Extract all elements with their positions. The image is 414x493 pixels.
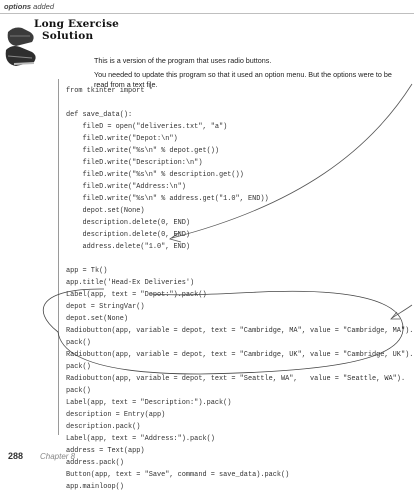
code-line: depot.set(None) — [66, 315, 129, 323]
exercise-title-line2: Solution — [42, 30, 94, 42]
code-line: Label(app, text = "Description:").pack() — [66, 399, 232, 407]
code-line: depot = StringVar() — [66, 303, 145, 311]
code-line: description.delete(0, END) — [66, 231, 191, 239]
code-line: fileD.write("%s\n" % address.get("1.0", … — [66, 195, 269, 203]
intro-paragraph-2: You needed to update this program so tha… — [94, 70, 392, 89]
code-listing: from tkinter import * def save_data(): fi… — [66, 85, 414, 493]
code-line: Label(app, text = "Address:").pack() — [66, 435, 215, 443]
section-header: options added — [4, 2, 54, 11]
code-line: app = Tk() — [66, 267, 108, 275]
code-line: from tkinter import * — [66, 87, 153, 95]
code-line: def save_data(): — [66, 111, 133, 119]
code-line: description = Entry(app) — [66, 411, 166, 419]
code-line: description.pack() — [66, 423, 141, 431]
code-line: address = Text(app) — [66, 447, 145, 455]
code-line: address.delete("1.0", END) — [66, 243, 191, 251]
code-line: fileD.write("%s\n" % depot.get()) — [66, 147, 219, 155]
code-line: pack() — [66, 339, 91, 347]
exercise-title-line1: Long Exercise — [34, 18, 120, 30]
code-line: app.title('Head-Ex Deliveries') — [66, 279, 195, 287]
code-line — [66, 97, 414, 109]
header-divider — [0, 13, 414, 14]
intro-paragraph-1: This is a version of the program that us… — [94, 56, 272, 65]
code-line: address.pack() — [66, 459, 124, 467]
code-line: Radiobutton(app, variable = depot, text … — [66, 375, 406, 383]
page-number: 288 — [8, 451, 24, 461]
code-line: fileD = open("deliveries.txt", "a") — [66, 123, 228, 131]
sneakers-icon — [5, 27, 36, 66]
code-line: fileD.write("%s\n" % description.get()) — [66, 171, 244, 179]
code-line: Radiobutton(app, variable = depot, text … — [66, 327, 414, 335]
code-line: fileD.write("Description:\n") — [66, 159, 203, 167]
code-line: description.delete(0, END) — [66, 219, 191, 227]
section-header-bold: options — [4, 2, 32, 11]
code-line: pack() — [66, 387, 91, 395]
code-margin-rule — [58, 79, 59, 435]
code-line — [66, 253, 414, 265]
code-line: fileD.write("Address:\n") — [66, 183, 186, 191]
section-header-rest: added — [31, 2, 55, 11]
intro-text: This is a version of the program that us… — [94, 56, 394, 94]
code-line: Button(app, text = "Save", command = sav… — [66, 471, 290, 479]
exercise-title: Long Exercise Solution — [34, 18, 154, 42]
code-line: pack() — [66, 363, 91, 371]
code-line: app.mainloop() — [66, 483, 124, 491]
code-line: depot.set(None) — [66, 207, 145, 215]
code-line: Radiobutton(app, variable = depot, text … — [66, 351, 414, 359]
code-line: Label(app, text = "Depot:").pack() — [66, 291, 207, 299]
chapter-label: Chapter 8 — [40, 452, 76, 461]
code-line: fileD.write("Depot:\n") — [66, 135, 178, 143]
